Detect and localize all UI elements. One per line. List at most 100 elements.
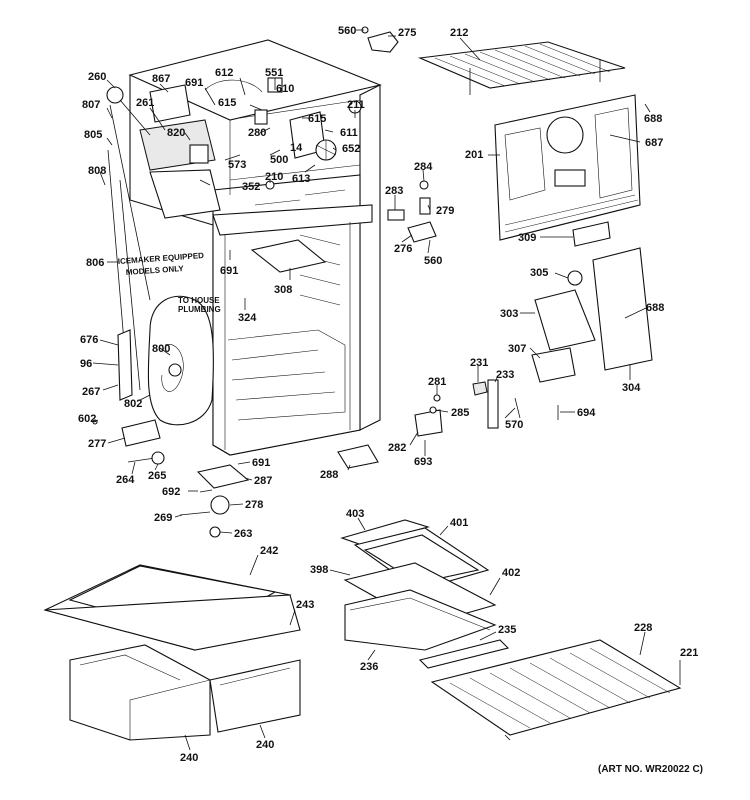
label-283: 283 [385,185,403,197]
label-611: 611 [340,127,358,139]
label-694: 694 [577,407,596,419]
label-263: 263 [234,528,252,540]
label-691a: 691 [185,77,203,89]
label-820: 820 [167,127,185,139]
house-plumbing-line-2: PLUMBING [178,305,221,314]
label-610: 610 [276,83,294,95]
label-275: 275 [398,27,416,39]
label-691c: 691 [252,457,270,469]
label-231: 231 [470,357,488,369]
label-401: 401 [450,517,468,529]
label-303: 303 [500,308,518,320]
label-277: 277 [88,438,106,450]
bottom-shelf-228 [430,639,682,741]
label-279: 279 [436,205,454,217]
label-212: 212 [450,27,468,39]
label-692: 692 [162,486,180,498]
label-602: 602 [78,413,96,425]
label-280: 280 [248,127,266,139]
label-615b: 615 [308,113,326,125]
label-560b: 560 [424,255,442,267]
label-233: 233 [496,369,514,381]
label-867: 867 [152,73,170,85]
label-201: 201 [465,149,483,161]
slide-out-shelves [340,519,510,669]
label-276: 276 [394,243,412,255]
bracket-288 [337,444,379,469]
label-352: 352 [242,181,260,193]
label-652: 652 [342,143,360,155]
label-402: 402 [502,567,520,579]
icemaker-note-line-2: MODELS ONLY [126,264,185,277]
evaporator-cover-201 [494,94,641,241]
label-688b: 688 [646,302,664,314]
label-281: 281 [428,376,446,388]
label-807: 807 [82,99,100,111]
part-labels: 560 275 212 260 867 691 612 551 807 615 … [78,25,698,764]
label-570: 570 [505,419,523,431]
label-288: 288 [320,469,338,481]
label-210: 210 [265,171,283,183]
label-800: 800 [152,343,170,355]
label-307: 307 [508,343,526,355]
label-806: 806 [86,257,104,269]
shelf-308 [250,239,327,273]
label-267: 267 [82,386,100,398]
label-269: 269 [154,512,172,524]
icemaker-water-line [107,104,214,426]
house-plumbing-line-1: TO HOUSE [178,296,220,305]
label-242: 242 [260,545,278,557]
label-261: 261 [136,97,154,109]
label-305: 305 [530,267,548,279]
label-687: 687 [645,137,663,149]
label-500: 500 [270,154,288,166]
label-403: 403 [346,508,364,520]
label-612: 612 [215,67,233,79]
label-265: 265 [148,470,166,482]
top-hinge [361,26,399,53]
label-308: 308 [274,284,292,296]
label-14: 14 [290,142,303,154]
icemaker-assembly [106,84,221,219]
label-691b: 691 [220,265,238,277]
label-693: 693 [414,456,432,468]
label-398: 398 [310,564,328,576]
leader-lines [92,29,681,751]
icemaker-note: ICEMAKER EQUIPPED MODELS ONLY [118,251,205,277]
label-324: 324 [238,312,257,324]
label-309: 309 [518,232,536,244]
label-808: 808 [88,165,106,177]
label-228: 228 [634,622,652,634]
label-613: 613 [292,173,310,185]
label-287: 287 [254,475,272,487]
lower-hinge [414,394,443,437]
label-285: 285 [451,407,469,419]
label-211: 211 [347,99,365,111]
label-688a: 688 [644,113,662,125]
freezer-shelf-212 [417,41,626,95]
leveling-parts [179,464,250,538]
label-243: 243 [296,599,314,611]
label-235: 235 [498,624,516,636]
label-221: 221 [680,647,698,659]
label-802: 802 [124,398,142,410]
crisper-drawers [43,564,301,741]
center-hinge [387,180,437,243]
label-573: 573 [228,159,246,171]
label-96: 96 [80,358,92,370]
label-805: 805 [84,129,102,141]
label-236: 236 [360,661,378,673]
label-304: 304 [622,382,641,394]
label-551: 551 [265,67,283,79]
dispenser-parts [472,247,653,429]
house-plumbing-note: TO HOUSE PLUMBING [178,296,221,314]
label-240a: 240 [180,752,198,764]
label-615a: 615 [218,97,236,109]
label-240b: 240 [256,739,274,751]
left-bracket-parts [92,329,165,465]
label-278: 278 [245,499,263,511]
label-676: 676 [80,334,98,346]
label-264: 264 [116,474,135,486]
art-number: (ART NO. WR20022 C) [598,764,703,775]
